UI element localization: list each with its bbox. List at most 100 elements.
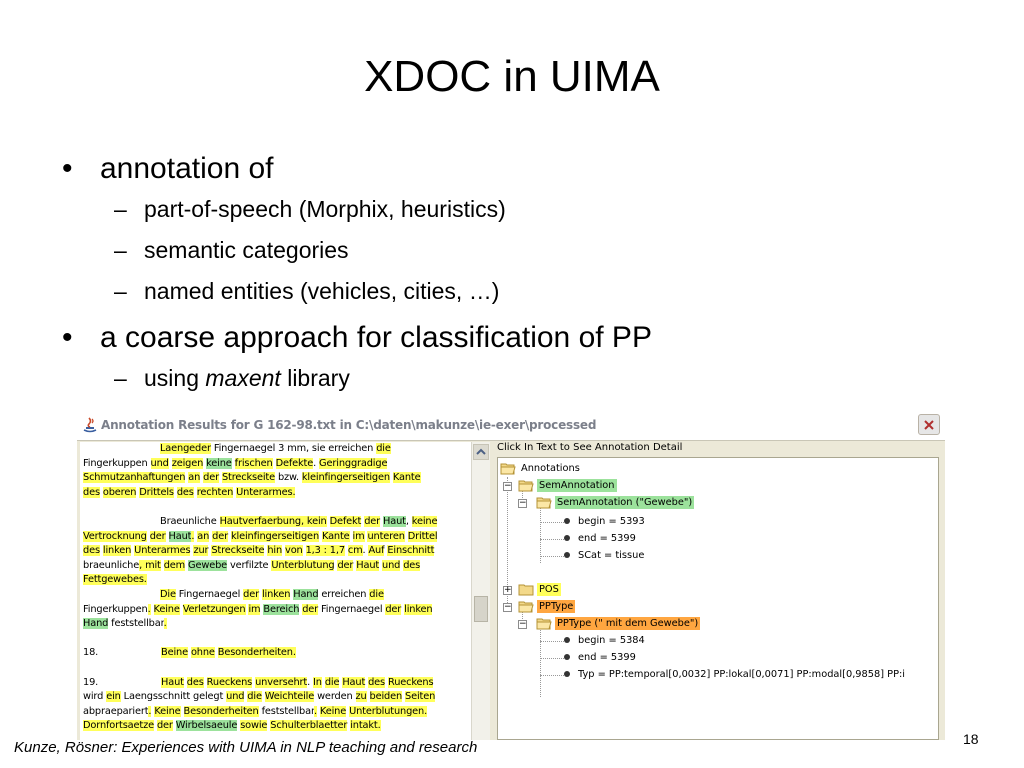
pos-annotation[interactable]: die bbox=[369, 588, 384, 600]
pos-annotation[interactable]: des bbox=[83, 545, 100, 557]
pos-annotation[interactable]: Rueckens bbox=[387, 676, 434, 688]
pos-annotation[interactable]: Besonderheiten. bbox=[217, 647, 296, 659]
pos-annotation[interactable]: Haut bbox=[161, 676, 184, 688]
pos-annotation[interactable]: Hautverfaerbung bbox=[219, 515, 301, 527]
pos-annotation[interactable]: Keine bbox=[154, 705, 181, 717]
pos-annotation[interactable]: Unterblutung bbox=[271, 559, 335, 571]
pos-annotation[interactable]: Die bbox=[160, 588, 176, 600]
pos-annotation[interactable]: kein bbox=[306, 515, 327, 527]
tree-node-semannotation[interactable]: SemAnnotation bbox=[518, 477, 617, 494]
tree-leaf-pp-end[interactable]: end = 5399 bbox=[564, 649, 636, 666]
document-line[interactable]: Dornfortsaetze der Wirbelsaeule sowie Sc… bbox=[83, 719, 467, 734]
pos-annotation[interactable]: Schulterblaetter bbox=[270, 720, 348, 732]
sem-annotation[interactable]: Gewebe bbox=[188, 559, 228, 571]
pos-annotation[interactable]: unversehrt bbox=[255, 676, 308, 688]
pos-annotation[interactable]: der bbox=[195, 443, 211, 454]
sem-annotation[interactable]: Haut bbox=[383, 515, 406, 527]
pos-annotation[interactable]: von bbox=[285, 545, 303, 557]
pos-annotation[interactable]: Keine bbox=[153, 603, 180, 615]
document-line[interactable]: Laengeder Fingernaegel 3 mm, sie erreich… bbox=[83, 442, 467, 457]
pos-annotation[interactable]: der bbox=[156, 720, 173, 732]
pos-annotation[interactable]: des bbox=[83, 486, 100, 498]
pos-annotation[interactable]: an bbox=[197, 530, 210, 542]
pos-annotation[interactable]: die bbox=[247, 691, 262, 703]
document-line[interactable]: wird ein Laengsschnitt gelegt und die We… bbox=[83, 690, 467, 705]
pos-annotation[interactable]: Kante bbox=[321, 530, 350, 542]
tree-node-annotations[interactable]: Annotations bbox=[500, 460, 582, 477]
pos-annotation[interactable]: Unterblutungen. bbox=[349, 705, 428, 717]
pos-annotation[interactable]: Besonderheiten bbox=[183, 705, 259, 717]
collapse-toggle[interactable]: − bbox=[518, 619, 527, 629]
pos-annotation[interactable]: an bbox=[188, 472, 201, 484]
pos-annotation[interactable]: Unterarmes. bbox=[236, 486, 296, 498]
document-line[interactable] bbox=[83, 632, 467, 647]
pos-annotation[interactable]: und bbox=[150, 457, 169, 469]
pos-annotation[interactable]: . bbox=[163, 618, 167, 630]
collapse-toggle[interactable]: − bbox=[503, 481, 512, 491]
pos-annotation[interactable]: ohne bbox=[190, 647, 215, 659]
sem-annotation[interactable]: keine bbox=[206, 457, 232, 469]
document-line[interactable]: Fingerkuppen und zeigen keine frischen D… bbox=[83, 457, 467, 472]
pos-annotation[interactable]: rechten bbox=[196, 486, 234, 498]
pos-annotation[interactable]: Schmutzanhaftungen bbox=[83, 472, 186, 484]
pos-annotation[interactable]: zeigen bbox=[171, 457, 204, 469]
pos-annotation[interactable]: der bbox=[364, 515, 381, 527]
document-line[interactable] bbox=[83, 500, 467, 515]
pos-annotation[interactable]: Defekte bbox=[275, 457, 314, 469]
pos-annotation[interactable]: . bbox=[148, 705, 152, 717]
pos-annotation[interactable]: der bbox=[149, 530, 166, 542]
pos-annotation[interactable]: keine bbox=[411, 515, 438, 527]
pos-annotation[interactable]: unteren bbox=[367, 530, 405, 542]
expand-toggle[interactable]: + bbox=[503, 585, 512, 595]
close-button[interactable] bbox=[918, 414, 940, 435]
document-line[interactable]: Die Fingernaegel der linken Hand erreich… bbox=[83, 588, 467, 603]
pos-annotation[interactable]: der bbox=[243, 588, 259, 600]
pos-annotation[interactable]: Dornfortsaetze bbox=[83, 720, 154, 732]
sem-annotation[interactable]: Bereich bbox=[263, 603, 300, 615]
pos-annotation[interactable]: oberen bbox=[102, 486, 137, 498]
tree-leaf-pp-typ[interactable]: Typ = PP:temporal[0,0032] PP:lokal[0,007… bbox=[564, 666, 905, 683]
pos-annotation[interactable]: 1,3 : 1,7 bbox=[305, 545, 345, 557]
pos-annotation[interactable]: In bbox=[313, 676, 322, 688]
scroll-up-button[interactable] bbox=[473, 444, 489, 460]
pos-annotation[interactable]: dem bbox=[163, 559, 186, 571]
collapse-toggle[interactable]: − bbox=[518, 498, 527, 508]
tree-node-pos[interactable]: POS bbox=[518, 581, 561, 598]
pos-annotation[interactable]: ein bbox=[106, 691, 121, 703]
pos-annotation[interactable]: . bbox=[313, 705, 317, 717]
document-line[interactable]: 18.Beine ohne Besonderheiten. bbox=[83, 646, 467, 661]
pos-annotation[interactable]: zu bbox=[355, 691, 367, 703]
annotation-tree-pane[interactable]: Annotations − SemAnnotation − SemAnnotat… bbox=[497, 457, 939, 740]
pos-annotation[interactable]: der bbox=[203, 472, 219, 484]
tree-leaf-pp-begin[interactable]: begin = 5384 bbox=[564, 632, 645, 649]
pos-annotation[interactable]: Fettgewebes. bbox=[83, 574, 147, 586]
scroll-thumb[interactable] bbox=[474, 596, 488, 622]
collapse-toggle[interactable]: − bbox=[503, 602, 512, 612]
pos-annotation[interactable]: des bbox=[403, 559, 421, 571]
pos-annotation[interactable]: , bbox=[139, 559, 146, 571]
pos-annotation[interactable]: frischen bbox=[234, 457, 273, 469]
pos-annotation[interactable]: Unterarmes bbox=[134, 545, 191, 557]
pos-annotation[interactable]: beiden bbox=[369, 691, 403, 703]
pos-annotation[interactable]: zur bbox=[193, 545, 209, 557]
pos-annotation[interactable]: der bbox=[385, 603, 402, 615]
pos-annotation[interactable]: Vertrocknung bbox=[83, 530, 147, 542]
document-line[interactable]: Hand feststellbar. bbox=[83, 617, 467, 632]
pos-annotation[interactable]: Seiten bbox=[405, 691, 436, 703]
pos-annotation[interactable]: linken bbox=[261, 588, 291, 600]
pos-annotation[interactable]: der bbox=[337, 559, 354, 571]
pos-annotation[interactable]: Haut bbox=[356, 559, 380, 571]
text-pane-scrollbar[interactable] bbox=[471, 442, 490, 740]
sem-annotation[interactable]: Haut bbox=[168, 530, 192, 542]
tree-leaf-sem-begin[interactable]: begin = 5393 bbox=[564, 513, 645, 530]
pos-annotation[interactable]: Einschnitt bbox=[387, 545, 435, 557]
document-line[interactable]: Braeunliche Hautverfaerbung, kein Defekt… bbox=[83, 515, 467, 530]
pos-annotation[interactable]: Drittels bbox=[139, 486, 174, 498]
pos-annotation[interactable]: Streckseite bbox=[211, 545, 265, 557]
pos-annotation[interactable]: und bbox=[226, 691, 245, 703]
sem-annotation[interactable]: Hand bbox=[83, 618, 109, 630]
document-text[interactable]: Laengeder Fingernaegel 3 mm, sie erreich… bbox=[83, 442, 467, 734]
sem-annotation[interactable]: Hand bbox=[293, 588, 319, 600]
pos-annotation[interactable]: Rueckens bbox=[206, 676, 253, 688]
tree-node-pptype[interactable]: PPType bbox=[518, 598, 576, 615]
